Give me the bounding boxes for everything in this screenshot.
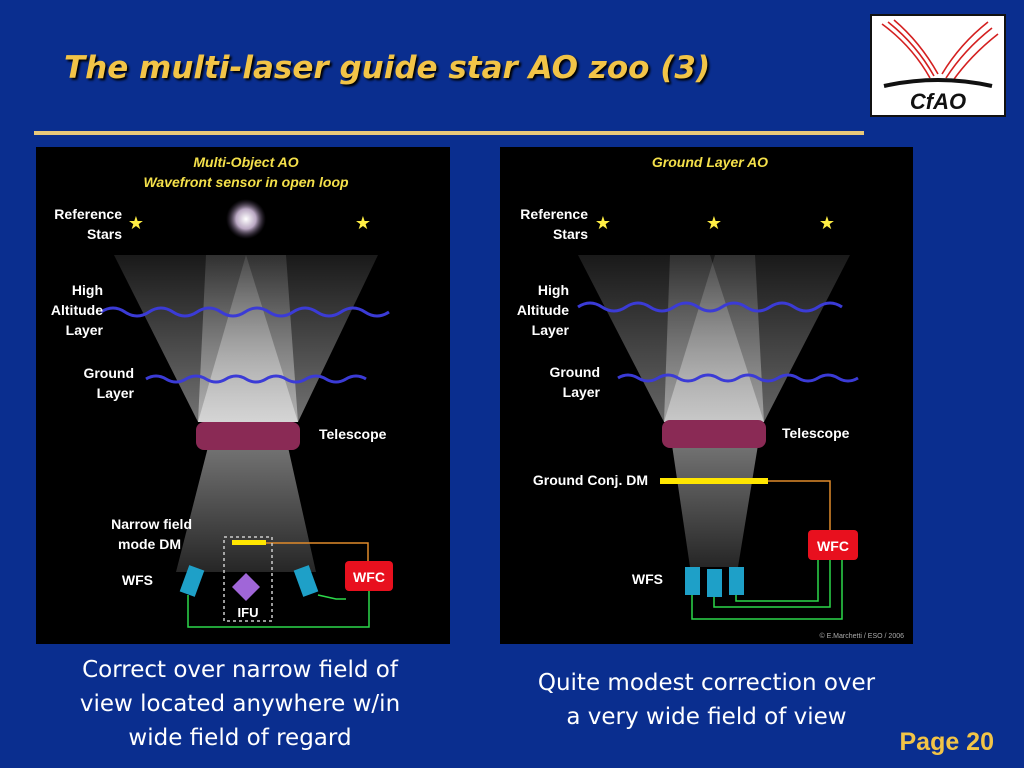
beam-cone [198,255,378,422]
ground-layer-turbulence [145,374,367,384]
glao-diagram: Ground Layer AO ★ ★ ★ Reference Stars Hi… [500,147,913,644]
glao-heading: Ground Layer AO [652,154,768,170]
left-caption: Correct over narrow field of view locate… [40,653,440,755]
high-altitude-label-1: High [538,282,569,298]
wfc-box [808,530,858,560]
wfs-sensor [685,567,700,595]
star-icon: ★ [355,213,371,233]
star-icon: ★ [128,213,144,233]
high-altitude-turbulence [577,301,843,313]
wfs-label: WFS [122,572,153,588]
reference-stars-label-2: Stars [87,226,122,242]
reference-stars-label-2: Stars [553,226,588,242]
beam-focus [176,447,316,572]
control-loop-line [735,560,819,602]
telescope-label: Telescope [319,426,387,442]
narrow-field-dm-label-2: mode DM [118,536,181,552]
reference-stars-label-1: Reference [520,206,588,222]
left-caption-line: Correct over narrow field of [82,657,398,683]
wfs-sensor [729,567,744,595]
galaxy-target [226,199,266,239]
right-caption: Quite modest correction over a very wide… [500,666,913,734]
high-altitude-label-2: Altitude [517,302,569,318]
narrow-field-dm-label-1: Narrow field [111,516,192,532]
ifu-prism [232,573,260,601]
control-loop-line [713,560,831,608]
high-altitude-label-3: Layer [532,322,570,338]
beam-focus [672,445,758,567]
telescope-label: Telescope [782,425,850,441]
ifu-label: IFU [238,605,259,620]
left-caption-line: view located anywhere w/in [79,691,401,717]
high-altitude-label-3: Layer [66,322,104,338]
wfc-label: WFC [353,569,385,585]
left-caption-line: wide field of regard [128,725,352,751]
deformable-mirror [232,540,266,545]
star-icon: ★ [706,213,722,233]
deformable-mirror [660,478,768,484]
ifu-box [223,536,273,622]
ground-layer-turbulence [617,373,859,383]
right-caption-line: Quite modest correction over [537,670,876,696]
star-icon: ★ [595,213,611,233]
telescope-mirror [662,420,766,448]
dm-control-line [266,542,369,565]
moao-heading-2: Wavefront sensor in open loop [143,174,349,190]
page-number: Page 20 [899,728,994,756]
beam-cone [664,255,850,422]
telescope-mirror [196,422,300,450]
moao-heading-1: Multi-Object AO [193,154,298,170]
right-caption-line: a very wide field of view [566,704,847,730]
slide-title: The multi-laser guide star AO zoo (3) [64,50,711,86]
ground-layer-label-1: Ground [83,365,134,381]
reference-stars-label-1: Reference [54,206,122,222]
wfs-sensor [707,569,722,597]
high-altitude-label-1: High [72,282,103,298]
control-loop-line [691,560,843,620]
wfc-box [345,561,393,591]
wfc-label: WFC [817,538,849,554]
title-underline [34,131,864,135]
control-loop-line [317,594,346,600]
dm-control-line [768,480,831,531]
wfs-sensor [179,565,205,597]
image-credit: © E.Marchetti / ESO / 2006 [819,632,904,640]
control-loop-line [187,591,370,628]
moao-diagram: Multi-Object AO Wavefront sensor in open… [36,147,450,644]
high-altitude-turbulence [100,306,390,318]
high-altitude-label-2: Altitude [51,302,103,318]
ground-conj-dm-label: Ground Conj. DM [533,472,648,488]
cfao-logo: CfAO [870,14,1006,117]
wfs-sensor [293,565,319,597]
ground-layer-label-2: Layer [563,384,601,400]
logo-text: CfAO [910,89,966,114]
wfs-label: WFS [632,571,663,587]
star-icon: ★ [819,213,835,233]
cfao-logo-graphic: CfAO [881,19,999,114]
ground-layer-label-1: Ground [549,364,600,380]
ground-layer-label-2: Layer [97,385,135,401]
